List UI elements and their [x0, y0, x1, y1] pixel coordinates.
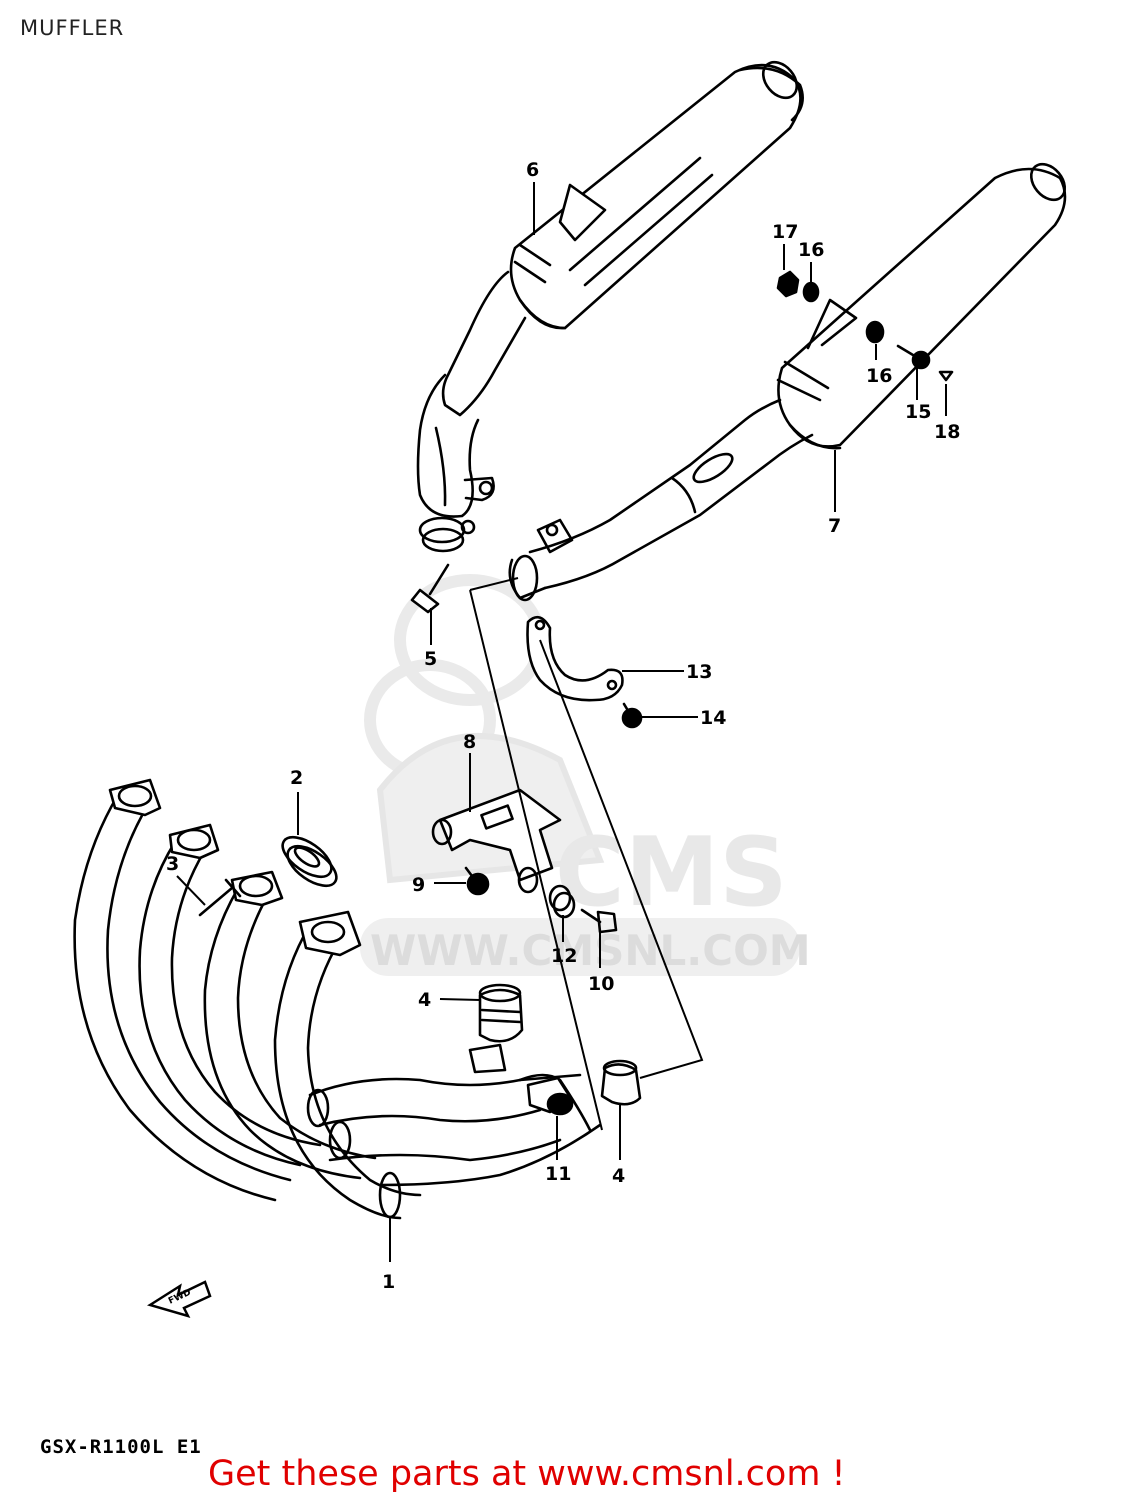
- part-1-exhaust-header: [73, 778, 602, 1220]
- callout-2: 2: [290, 767, 303, 789]
- callout-1: 1: [382, 1271, 395, 1293]
- part-2-gasket: [281, 835, 338, 888]
- callout-18: 18: [934, 421, 960, 443]
- callout-10: 10: [588, 973, 614, 995]
- part-4-connector-upper: [478, 983, 524, 1043]
- callout-9: 9: [412, 874, 425, 896]
- watermark-url: WWW.CMSNL.COM: [370, 926, 811, 975]
- callout-4-lower: 4: [612, 1165, 625, 1187]
- part-7-right-muffler: [508, 162, 1067, 602]
- part-6-left-muffler: [416, 60, 804, 553]
- callout-13: 13: [686, 661, 712, 683]
- callout-labels: 1 2 3 4 4 5 6 7 8 9 10 11 12 13 14 15 16…: [166, 159, 960, 1293]
- part-9-nut: [464, 866, 490, 896]
- callout-16-lower: 16: [866, 365, 892, 387]
- fwd-arrow-icon: FWD: [146, 1280, 212, 1318]
- part-13-bracket: [526, 615, 624, 702]
- part-18-clip: [938, 370, 954, 382]
- callout-14: 14: [700, 707, 726, 729]
- callout-5: 5: [424, 648, 437, 670]
- part-14-nut: [621, 702, 643, 729]
- part-16-washer-lower: [865, 320, 885, 344]
- leader-lines: [176, 182, 947, 1262]
- callout-7: 7: [828, 515, 841, 537]
- watermark-brand: CMS: [555, 818, 788, 928]
- part-16-washer-upper: [802, 281, 820, 303]
- cms-watermark: CMS WWW.CMSNL.COM: [360, 574, 811, 976]
- part-4-connector-lower: [600, 1059, 642, 1106]
- part-17-nut: [776, 270, 800, 298]
- part-15-bolt: [896, 344, 931, 370]
- callout-4-upper: 4: [418, 989, 431, 1011]
- callout-12: 12: [551, 945, 577, 967]
- part-8-bracket: [431, 788, 562, 894]
- callout-15: 15: [905, 401, 931, 423]
- callout-8: 8: [463, 731, 476, 753]
- callout-11: 11: [545, 1163, 571, 1185]
- callout-3: 3: [166, 853, 179, 875]
- callout-16-upper: 16: [798, 239, 824, 261]
- assembly-outline: [469, 577, 704, 1131]
- callout-6: 6: [526, 159, 539, 181]
- callout-17: 17: [772, 221, 798, 243]
- part-10-bolt: [580, 908, 618, 934]
- part-5-bolt: [410, 563, 450, 614]
- page-title: MUFFLER: [20, 16, 125, 40]
- part-3-stud-bolt: [198, 878, 242, 917]
- part-11-clamp: [526, 1076, 574, 1116]
- model-code: GSX-R1100L E1: [40, 1436, 202, 1458]
- footer-shop-link[interactable]: Get these parts at www.cmsnl.com !: [208, 1454, 846, 1494]
